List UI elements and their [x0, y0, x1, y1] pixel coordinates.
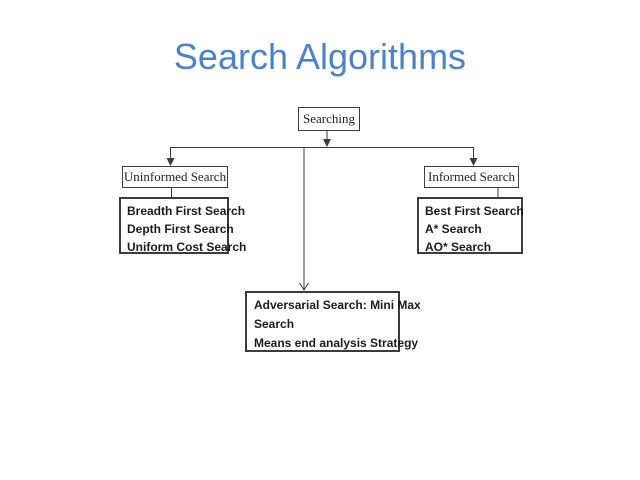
adversarial-line: Adversarial Search: Mini Max	[254, 298, 421, 312]
arrowhead-right-icon	[469, 158, 478, 166]
arrowhead-left-icon	[166, 158, 175, 166]
list-item: Breadth First Search	[127, 204, 246, 218]
page-title: Search Algorithms	[173, 36, 467, 77]
node-adversarial-search: Adversarial Search: Mini Max Search Mean…	[245, 291, 421, 352]
node-informed-search: Informed Search	[424, 166, 519, 188]
arrowhead-root-icon	[323, 139, 331, 147]
list-item: Best First Search	[425, 204, 524, 218]
arrowhead-center-open-icon	[299, 282, 309, 291]
list-item: Uniform Cost Search	[127, 240, 247, 254]
uninformed-search-list: Breadth First Search Depth First Search …	[119, 197, 247, 254]
informed-search-list: Best First Search A* Search AO* Search	[417, 197, 524, 254]
adversarial-line: Means end analysis Strategy	[254, 336, 419, 350]
list-item: Depth First Search	[127, 222, 234, 236]
node-uninformed-search: Uninformed Search	[122, 166, 228, 188]
list-item: AO* Search	[425, 240, 492, 254]
list-item: A* Search	[425, 222, 482, 236]
adversarial-line: Search	[254, 317, 295, 331]
node-searching: Searching	[298, 107, 360, 131]
